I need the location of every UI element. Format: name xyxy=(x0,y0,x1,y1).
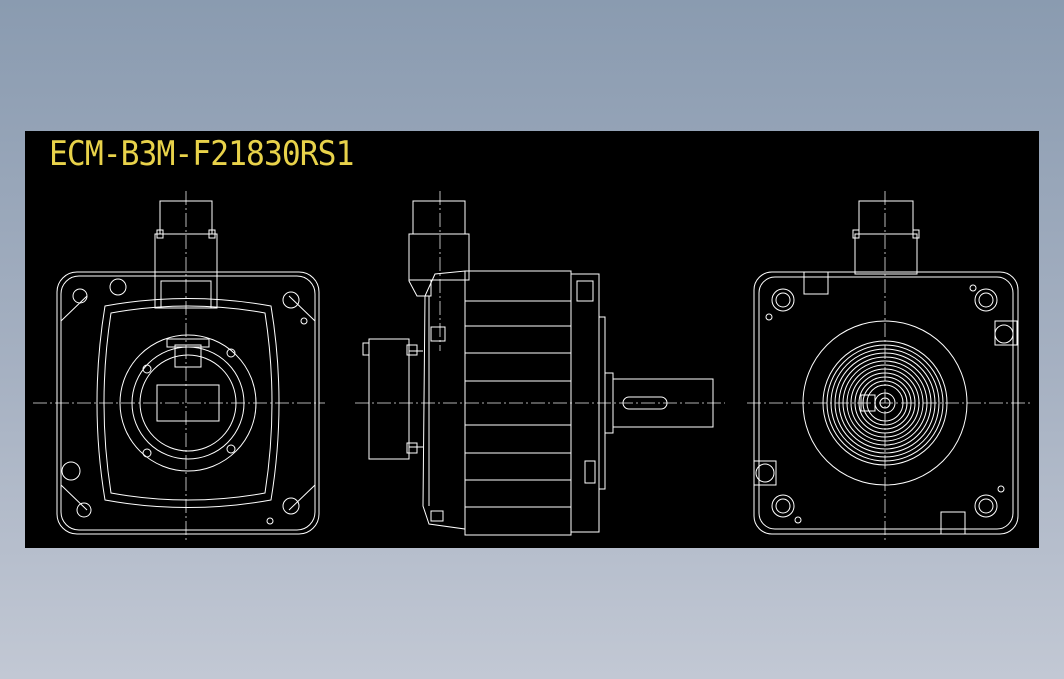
cad-drawing-viewport[interactable]: ECM-B3M-F21830RS1 xyxy=(25,131,1039,548)
front-view xyxy=(747,191,1031,543)
drawing-title: ECM-B3M-F21830RS1 xyxy=(49,134,354,174)
side-view xyxy=(355,191,725,536)
cad-drawing xyxy=(33,191,1031,543)
rear-view xyxy=(33,191,325,543)
